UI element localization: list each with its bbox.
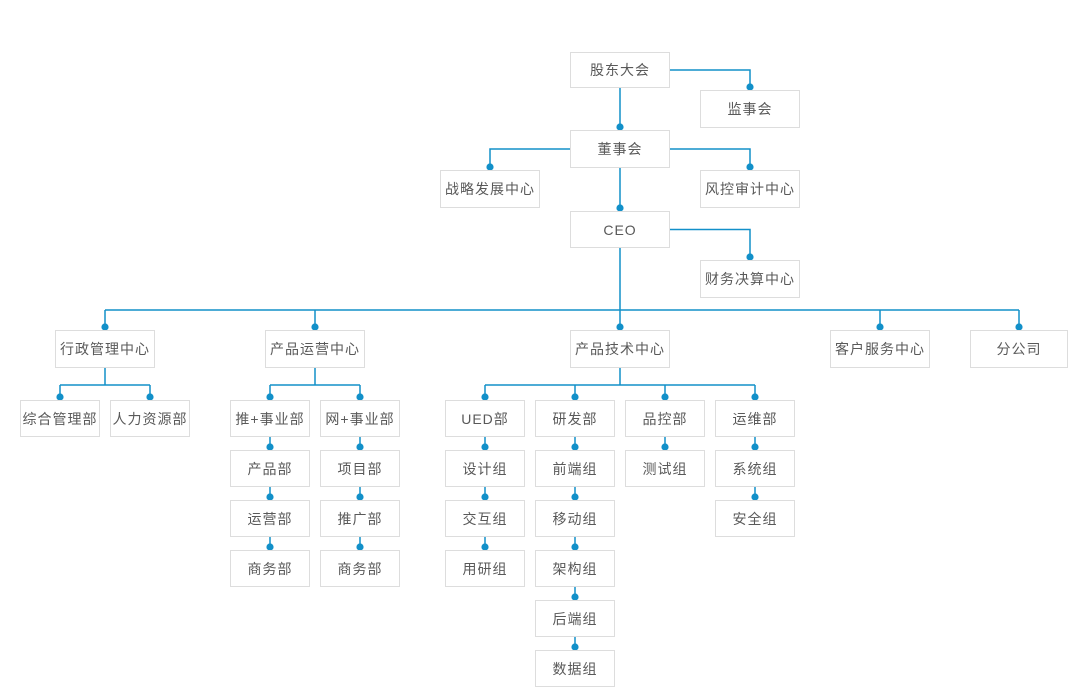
- org-node-user-research-team: 用研组: [445, 550, 525, 587]
- org-node-admin-center: 行政管理中心: [55, 330, 155, 368]
- org-node-product-tech-center: 产品技术中心: [570, 330, 670, 368]
- org-node-system-team: 系统组: [715, 450, 795, 487]
- org-node-wang-division: 网+事业部: [320, 400, 400, 437]
- org-node-business-dept-wang: 商务部: [320, 550, 400, 587]
- org-node-data-team: 数据组: [535, 650, 615, 687]
- org-node-rd-dept: 研发部: [535, 400, 615, 437]
- org-node-security-team: 安全组: [715, 500, 795, 537]
- org-node-mobile-team: 移动组: [535, 500, 615, 537]
- org-node-strategy-center: 战略发展中心: [440, 170, 540, 208]
- org-node-business-dept-tui: 商务部: [230, 550, 310, 587]
- org-node-ops-maintenance-dept: 运维部: [715, 400, 795, 437]
- org-node-finance-center: 财务决算中心: [700, 260, 800, 298]
- org-node-risk-audit-center: 风控审计中心: [700, 170, 800, 208]
- org-node-product-ops-center: 产品运营中心: [265, 330, 365, 368]
- org-node-testing-team: 测试组: [625, 450, 705, 487]
- org-node-tui-division: 推+事业部: [230, 400, 310, 437]
- org-node-hr-dept: 人力资源部: [110, 400, 190, 437]
- org-node-design-team: 设计组: [445, 450, 525, 487]
- org-node-product-dept: 产品部: [230, 450, 310, 487]
- org-node-project-dept: 项目部: [320, 450, 400, 487]
- org-node-shareholders-meeting: 股东大会: [570, 52, 670, 88]
- org-node-promotion-dept: 推广部: [320, 500, 400, 537]
- org-node-supervisory-board: 监事会: [700, 90, 800, 128]
- org-node-operations-dept: 运营部: [230, 500, 310, 537]
- org-node-customer-service-center: 客户服务中心: [830, 330, 930, 368]
- org-node-ceo: CEO: [570, 211, 670, 248]
- org-node-qc-dept: 品控部: [625, 400, 705, 437]
- org-node-board-of-directors: 董事会: [570, 130, 670, 168]
- org-node-branch-company: 分公司: [970, 330, 1068, 368]
- org-node-interaction-team: 交互组: [445, 500, 525, 537]
- org-node-architecture-team: 架构组: [535, 550, 615, 587]
- connector-dots: [56, 83, 1023, 651]
- org-node-frontend-team: 前端组: [535, 450, 615, 487]
- org-node-ued-dept: UED部: [445, 400, 525, 437]
- org-node-general-mgmt-dept: 综合管理部: [20, 400, 100, 437]
- org-node-backend-team: 后端组: [535, 600, 615, 637]
